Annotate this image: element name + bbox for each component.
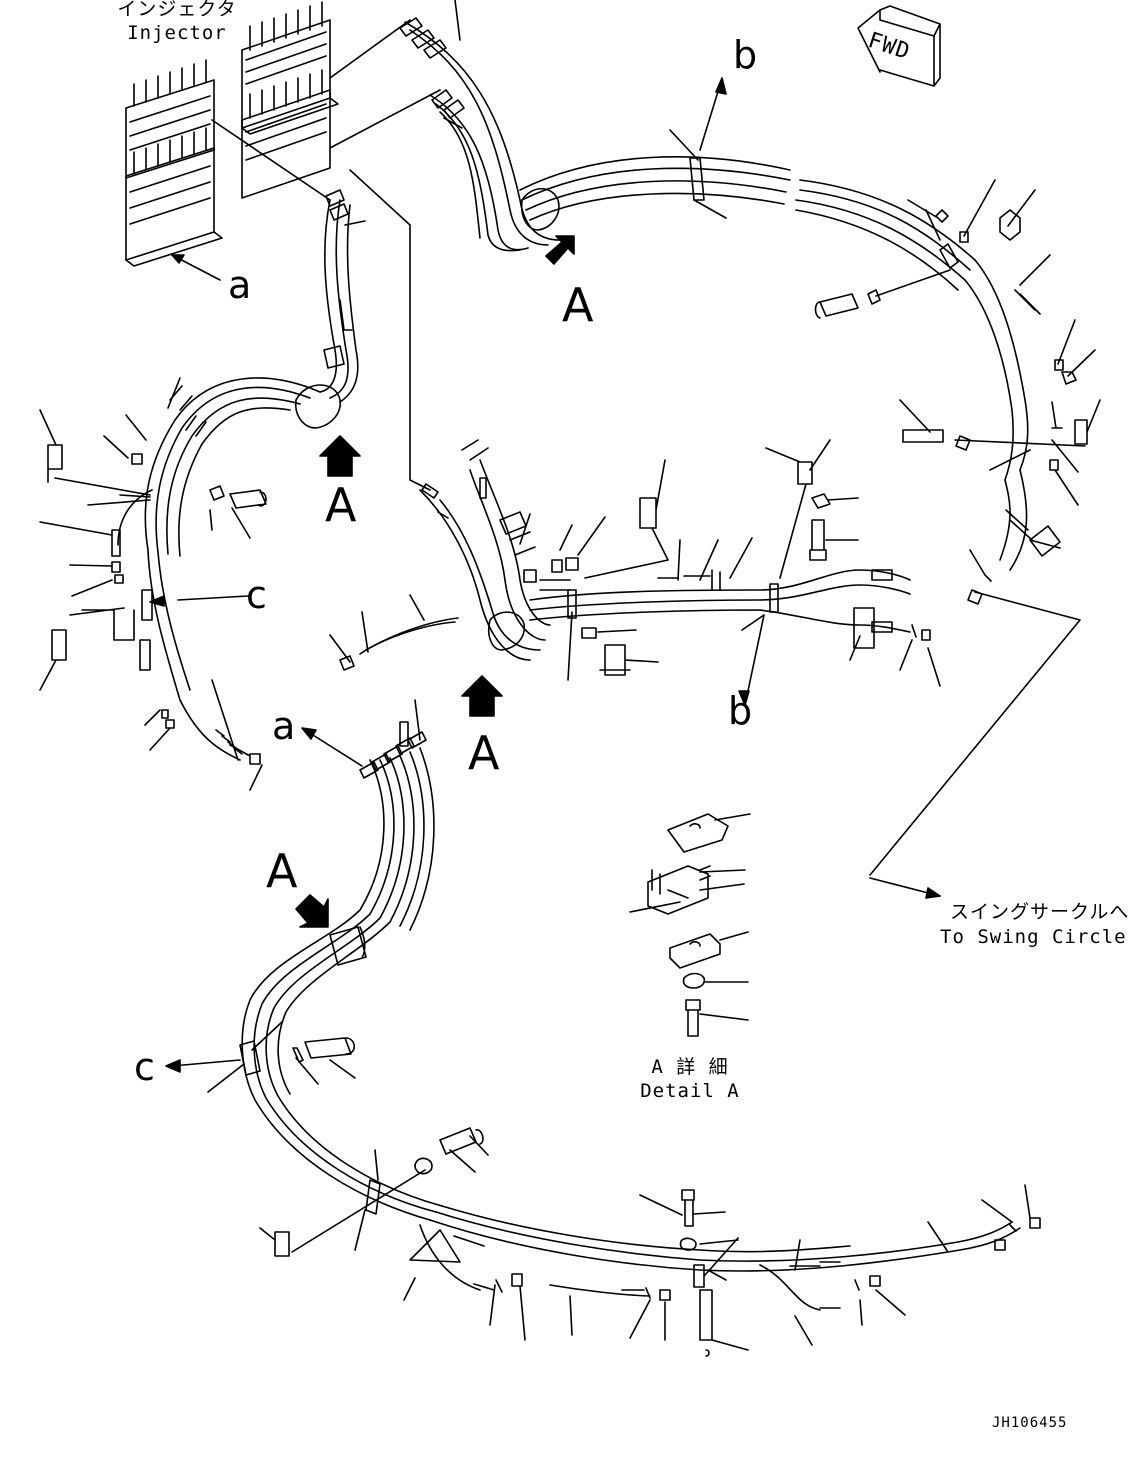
- callout-a-lower: a: [272, 704, 296, 748]
- callout-a-top: a: [228, 263, 252, 307]
- fwd-arrow: [857, 5, 941, 87]
- right-hardware: [814, 179, 1101, 899]
- detail-a-label-jp: A 詳 細: [651, 1056, 729, 1078]
- drawing-reference-code: JH106455: [992, 1415, 1068, 1431]
- detail-a-parts: [629, 813, 751, 1037]
- callout-A-center: A: [468, 726, 500, 780]
- hose-arc-upper-right: [519, 129, 1029, 571]
- swing-circle-label-en: To Swing Circle: [940, 926, 1127, 948]
- hose-bundle-lower: [207, 699, 1041, 1357]
- swing-circle-label-jp: スイングサークルへ: [950, 901, 1130, 923]
- injector-label-jp: インジェクタ: [117, 0, 237, 20]
- hose-loop-left: [39, 189, 366, 791]
- callout-c-lower: c: [134, 1045, 155, 1089]
- callout-c-left: c: [246, 573, 267, 617]
- detail-a-label-en: Detail A: [640, 1080, 740, 1102]
- callout-A-top: A: [562, 278, 594, 332]
- callout-arrows-A: [295, 235, 575, 928]
- injector-block-lower-right: [241, 69, 331, 199]
- hose-bundle-top-center: [399, 0, 561, 252]
- callout-b-center: b: [728, 689, 753, 733]
- callout-A-lower: A: [266, 844, 298, 898]
- callout-A-left: A: [325, 478, 357, 532]
- callout-b-top: b: [733, 33, 758, 77]
- injector-block-lower-left: [125, 127, 223, 267]
- center-assembly: [329, 439, 941, 706]
- injector-label-en: Injector: [127, 22, 227, 44]
- injector-block-upper-right: [241, 1, 339, 135]
